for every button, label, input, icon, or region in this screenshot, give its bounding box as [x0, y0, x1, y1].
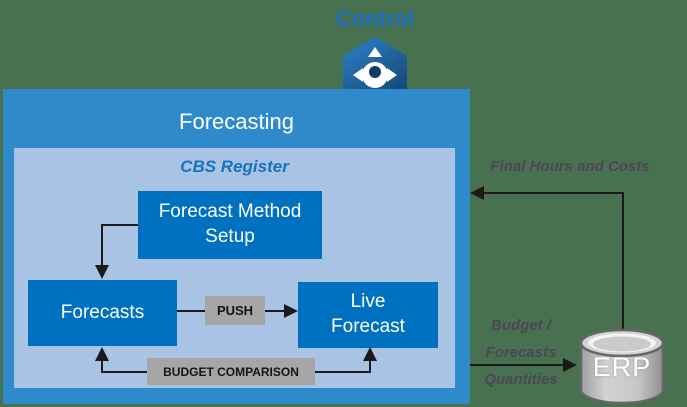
- annotation-budget-forecasts-quantities: Budget / Forecasts Quantities: [468, 312, 574, 393]
- annotation-budget-line1: Budget /: [491, 317, 551, 334]
- erp-database-icon: [578, 328, 666, 406]
- node-forecasts-label: Forecasts: [60, 301, 145, 323]
- forecasting-title: Forecasting: [179, 109, 294, 134]
- annotation-final-hours-costs: Final Hours and Costs: [490, 158, 650, 175]
- connector-label-budget-comparison: BUDGET COMPARISON: [147, 358, 315, 385]
- node-forecasts: Forecasts: [28, 280, 177, 346]
- arrowhead-left-icon: [470, 186, 484, 200]
- annotation-budget-line2: Forecasts: [485, 344, 557, 361]
- connector-label-push: PUSH: [205, 296, 265, 325]
- erp-label: ERP: [592, 352, 652, 382]
- push-label-text: PUSH: [216, 303, 254, 318]
- node-live-forecast-label: Live Forecast: [331, 291, 405, 337]
- node-live-forecast: Live Forecast: [298, 282, 438, 348]
- node-forecast-method-setup: Forecast Method Setup: [138, 191, 322, 259]
- node-forecast-method-setup-label: Forecast Method Setup: [158, 201, 302, 247]
- control-title: Control: [335, 6, 415, 31]
- cbs-register-container: [14, 148, 455, 388]
- annotation-budget-line3: Quantities: [484, 371, 558, 388]
- budget-comparison-label-text: BUDGET COMPARISON: [163, 364, 299, 379]
- cbs-register-title: CBS Register: [180, 157, 289, 176]
